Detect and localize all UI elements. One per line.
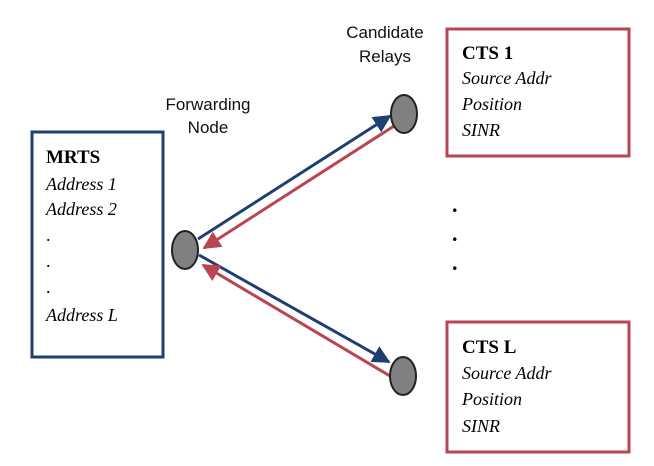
mrts-box: MRTS Address 1 Address 2 . . . Address L xyxy=(30,130,165,359)
mrts-ellipsis-dot: . xyxy=(46,277,51,297)
candidate-relay-1-node xyxy=(390,94,418,134)
cts-l-box: CTS L Source Addr Position SINR xyxy=(445,320,631,454)
forwarding-node xyxy=(171,230,199,270)
candidate-label-line-2: Relays xyxy=(359,47,411,66)
arrow-to-relay-1 xyxy=(197,114,392,241)
mrts-ellipsis-dot: . xyxy=(46,251,51,271)
cts-1-sinr: SINR xyxy=(462,120,500,140)
forwarding-label-line-1: Forwarding xyxy=(165,95,250,114)
candidate-relays-label: Candidate Relays xyxy=(346,23,424,66)
candidate-relay-l-node xyxy=(389,356,417,396)
candidate-label-line-1: Candidate xyxy=(346,23,424,42)
arrow-from-relay-1 xyxy=(202,124,395,250)
mrts-address-1: Address 1 xyxy=(45,174,117,194)
arrow-to-relay-l xyxy=(198,253,391,364)
cts-l-sinr: SINR xyxy=(462,416,500,436)
cts-1-source-addr: Source Addr xyxy=(462,68,552,88)
relay-ellipsis-dot: . xyxy=(452,250,458,275)
cts-l-title: CTS L xyxy=(462,337,516,358)
cts-l-source-addr: Source Addr xyxy=(462,363,552,383)
forwarding-label-line-2: Node xyxy=(188,118,229,137)
cts-1-title: CTS 1 xyxy=(462,43,513,64)
cts-1-position: Position xyxy=(461,94,522,114)
forwarding-node-label: Forwarding Node xyxy=(165,95,250,137)
relay-ellipsis: . . . xyxy=(452,192,458,275)
relay-ellipsis-dot: . xyxy=(452,221,458,246)
mrts-address-l: Address L xyxy=(45,305,118,325)
cts-1-box: CTS 1 Source Addr Position SINR xyxy=(445,27,631,158)
mrts-address-2: Address 2 xyxy=(45,199,117,219)
arrow-from-relay-l xyxy=(201,263,391,378)
mrts-title: MRTS xyxy=(46,147,100,168)
cts-l-position: Position xyxy=(461,389,522,409)
mrts-ellipsis-dot: . xyxy=(46,225,51,245)
relay-ellipsis-dot: . xyxy=(452,192,458,217)
